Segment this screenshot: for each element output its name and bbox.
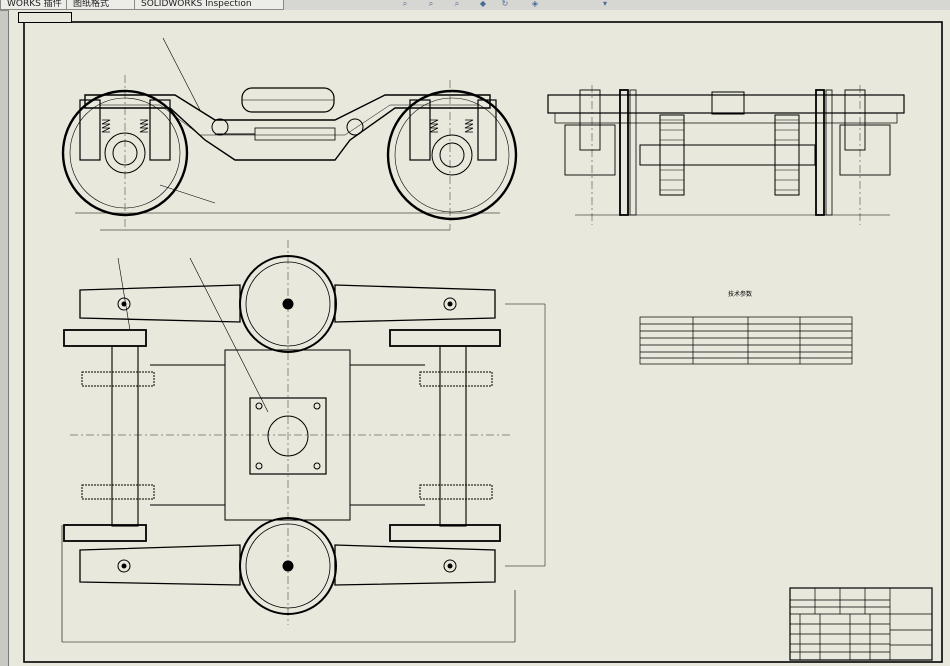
- end-view: [547, 85, 905, 225]
- zoom-prev-icon[interactable]: ⌕: [454, 0, 460, 8]
- rotate-icon[interactable]: ↻: [501, 0, 509, 8]
- drawing-border: [23, 21, 943, 663]
- view-orient-icon[interactable]: ◈: [531, 0, 539, 8]
- title-block: [789, 587, 933, 661]
- parameter-table-title: 技术参数: [727, 291, 752, 298]
- tab-inspection[interactable]: SOLIDWORKS Inspection: [134, 0, 284, 10]
- select-icon[interactable]: ◆: [479, 0, 487, 8]
- parameter-table: [639, 316, 853, 365]
- display-style-icon[interactable]: ▾: [602, 0, 607, 8]
- plan-view: [61, 240, 546, 643]
- zoom-fit-icon[interactable]: ⌕: [402, 0, 408, 8]
- sheet-format-label: [18, 12, 72, 23]
- zoom-area-icon[interactable]: ⌕: [428, 0, 434, 8]
- side-view: [61, 37, 518, 231]
